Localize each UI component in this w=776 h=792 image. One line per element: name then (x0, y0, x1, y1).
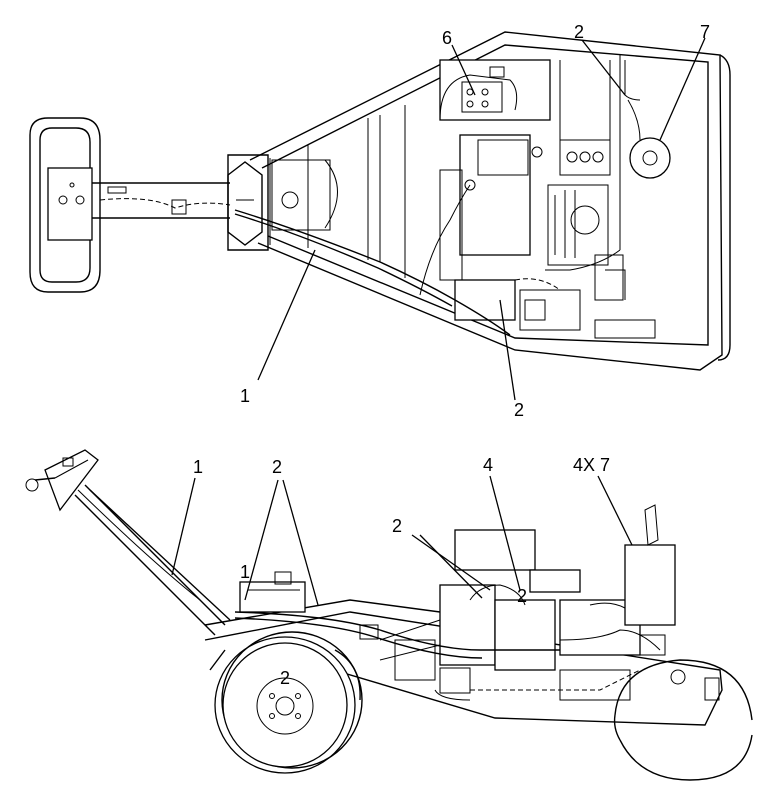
wiring-harness-top (234, 60, 641, 336)
side-engine (359, 504, 720, 701)
callout-4: 4 (483, 455, 493, 475)
top-callout-leaders (257, 37, 706, 401)
hitch-block (227, 154, 269, 251)
side-view: 1 2 2 2 4 4X 7 1 2 (25, 449, 753, 781)
callout-6: 6 (442, 28, 452, 48)
callout-2-wheel: 2 (280, 668, 290, 688)
callout-1-side-rail: 1 (240, 562, 250, 582)
side-drawbar (74, 484, 231, 636)
top-view: 1 2 2 6 7 (29, 22, 731, 420)
side-chassis (204, 571, 723, 726)
callout-1-side: 1 (193, 457, 203, 477)
callout-2-side-top: 2 (272, 457, 282, 477)
side-callout-leaders (171, 475, 633, 606)
muffler-top (629, 137, 671, 179)
side-tow-handle (25, 449, 99, 512)
callout-1-top: 1 (240, 386, 250, 406)
callout-2-top-lower: 2 (514, 400, 524, 420)
callout-2-side-engine: 2 (517, 586, 527, 606)
tow-handle (29, 117, 101, 293)
drawbar (92, 182, 231, 219)
engine-top (439, 55, 656, 339)
callout-4x7: 4X 7 (573, 455, 610, 475)
callout-2-side-mid: 2 (392, 516, 402, 536)
side-rear-wheel (613, 659, 753, 781)
side-front-wheel (214, 631, 363, 774)
callout-7-top: 7 (700, 22, 710, 42)
wiring-harness-side (234, 584, 661, 701)
callout-2-top-upper: 2 (574, 22, 584, 42)
